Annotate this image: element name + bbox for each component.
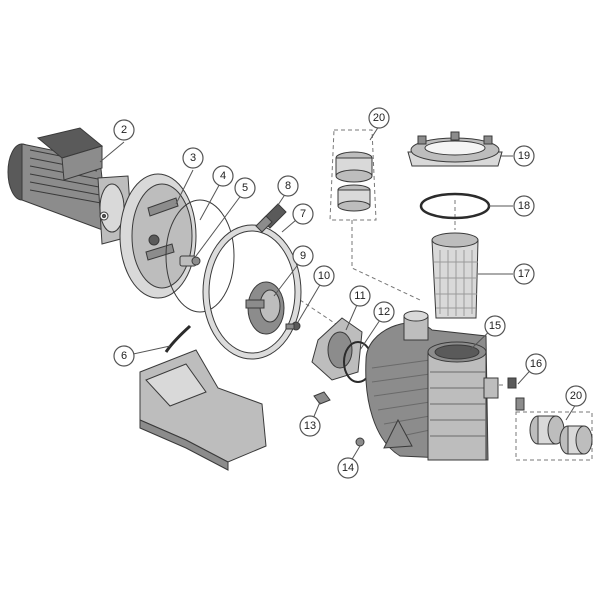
svg-text:2: 2 xyxy=(121,124,127,136)
callout-18: 18 xyxy=(513,195,535,217)
callout-2: 2 xyxy=(113,119,135,141)
svg-text:7: 7 xyxy=(300,208,306,220)
svg-text:15: 15 xyxy=(489,320,501,332)
diffuser xyxy=(311,317,363,381)
base-spacer xyxy=(164,324,192,353)
oring-large xyxy=(165,199,235,313)
svg-text:13: 13 xyxy=(304,420,316,432)
svg-text:9: 9 xyxy=(300,250,306,262)
callout-17: 17 xyxy=(513,263,535,285)
svg-text:17: 17 xyxy=(518,268,530,280)
callout-11: 11 xyxy=(349,285,371,307)
callout-7: 7 xyxy=(292,203,314,225)
drain-screw xyxy=(355,437,365,447)
drain-plug-body xyxy=(507,377,525,411)
svg-text:12: 12 xyxy=(378,306,390,318)
callout-labels: 2 3 4 5 6 7 8 9 10 11 12 13 14 15 16 17 … xyxy=(113,107,587,479)
base-stand xyxy=(139,349,267,471)
svg-text:16: 16 xyxy=(530,358,542,370)
callout-5: 5 xyxy=(234,177,256,199)
callout-10: 10 xyxy=(313,265,335,287)
callout-12: 12 xyxy=(373,301,395,323)
svg-text:10: 10 xyxy=(318,270,330,282)
callout-8: 8 xyxy=(277,175,299,197)
callout-19: 19 xyxy=(513,145,535,167)
union-fittings-right xyxy=(515,411,593,461)
callout-16: 16 xyxy=(525,353,547,375)
diffuser-screws xyxy=(313,391,331,405)
callout-14: 14 xyxy=(337,457,359,479)
motor-bracket-shroud xyxy=(119,173,197,299)
svg-text:18: 18 xyxy=(518,200,530,212)
svg-text:20: 20 xyxy=(570,390,582,402)
svg-text:4: 4 xyxy=(220,170,226,182)
callout-6: 6 xyxy=(113,345,135,367)
callout-13: 13 xyxy=(299,415,321,437)
svg-text:5: 5 xyxy=(242,182,248,194)
callout-4: 4 xyxy=(212,165,234,187)
motor xyxy=(7,127,133,245)
svg-text:6: 6 xyxy=(121,350,127,362)
drain-plug xyxy=(255,203,287,233)
union-fittings-top xyxy=(329,129,377,221)
callout-15: 15 xyxy=(484,315,506,337)
svg-text:3: 3 xyxy=(190,152,196,164)
strainer-lid xyxy=(407,131,503,167)
pump-body xyxy=(365,310,499,461)
shaft-seal xyxy=(179,255,201,267)
impeller xyxy=(245,281,285,335)
impeller-screw xyxy=(285,321,301,331)
svg-text:14: 14 xyxy=(342,462,354,474)
svg-text:11: 11 xyxy=(354,290,365,302)
callout-20-right: 20 xyxy=(565,385,587,407)
callout-3: 3 xyxy=(182,147,204,169)
svg-text:8: 8 xyxy=(285,180,291,192)
callout-9: 9 xyxy=(292,245,314,267)
svg-text:19: 19 xyxy=(518,150,530,162)
callout-20-top: 20 xyxy=(368,107,390,129)
clamp-ring xyxy=(202,224,302,360)
svg-text:20: 20 xyxy=(373,112,385,124)
strainer-basket xyxy=(431,232,479,319)
